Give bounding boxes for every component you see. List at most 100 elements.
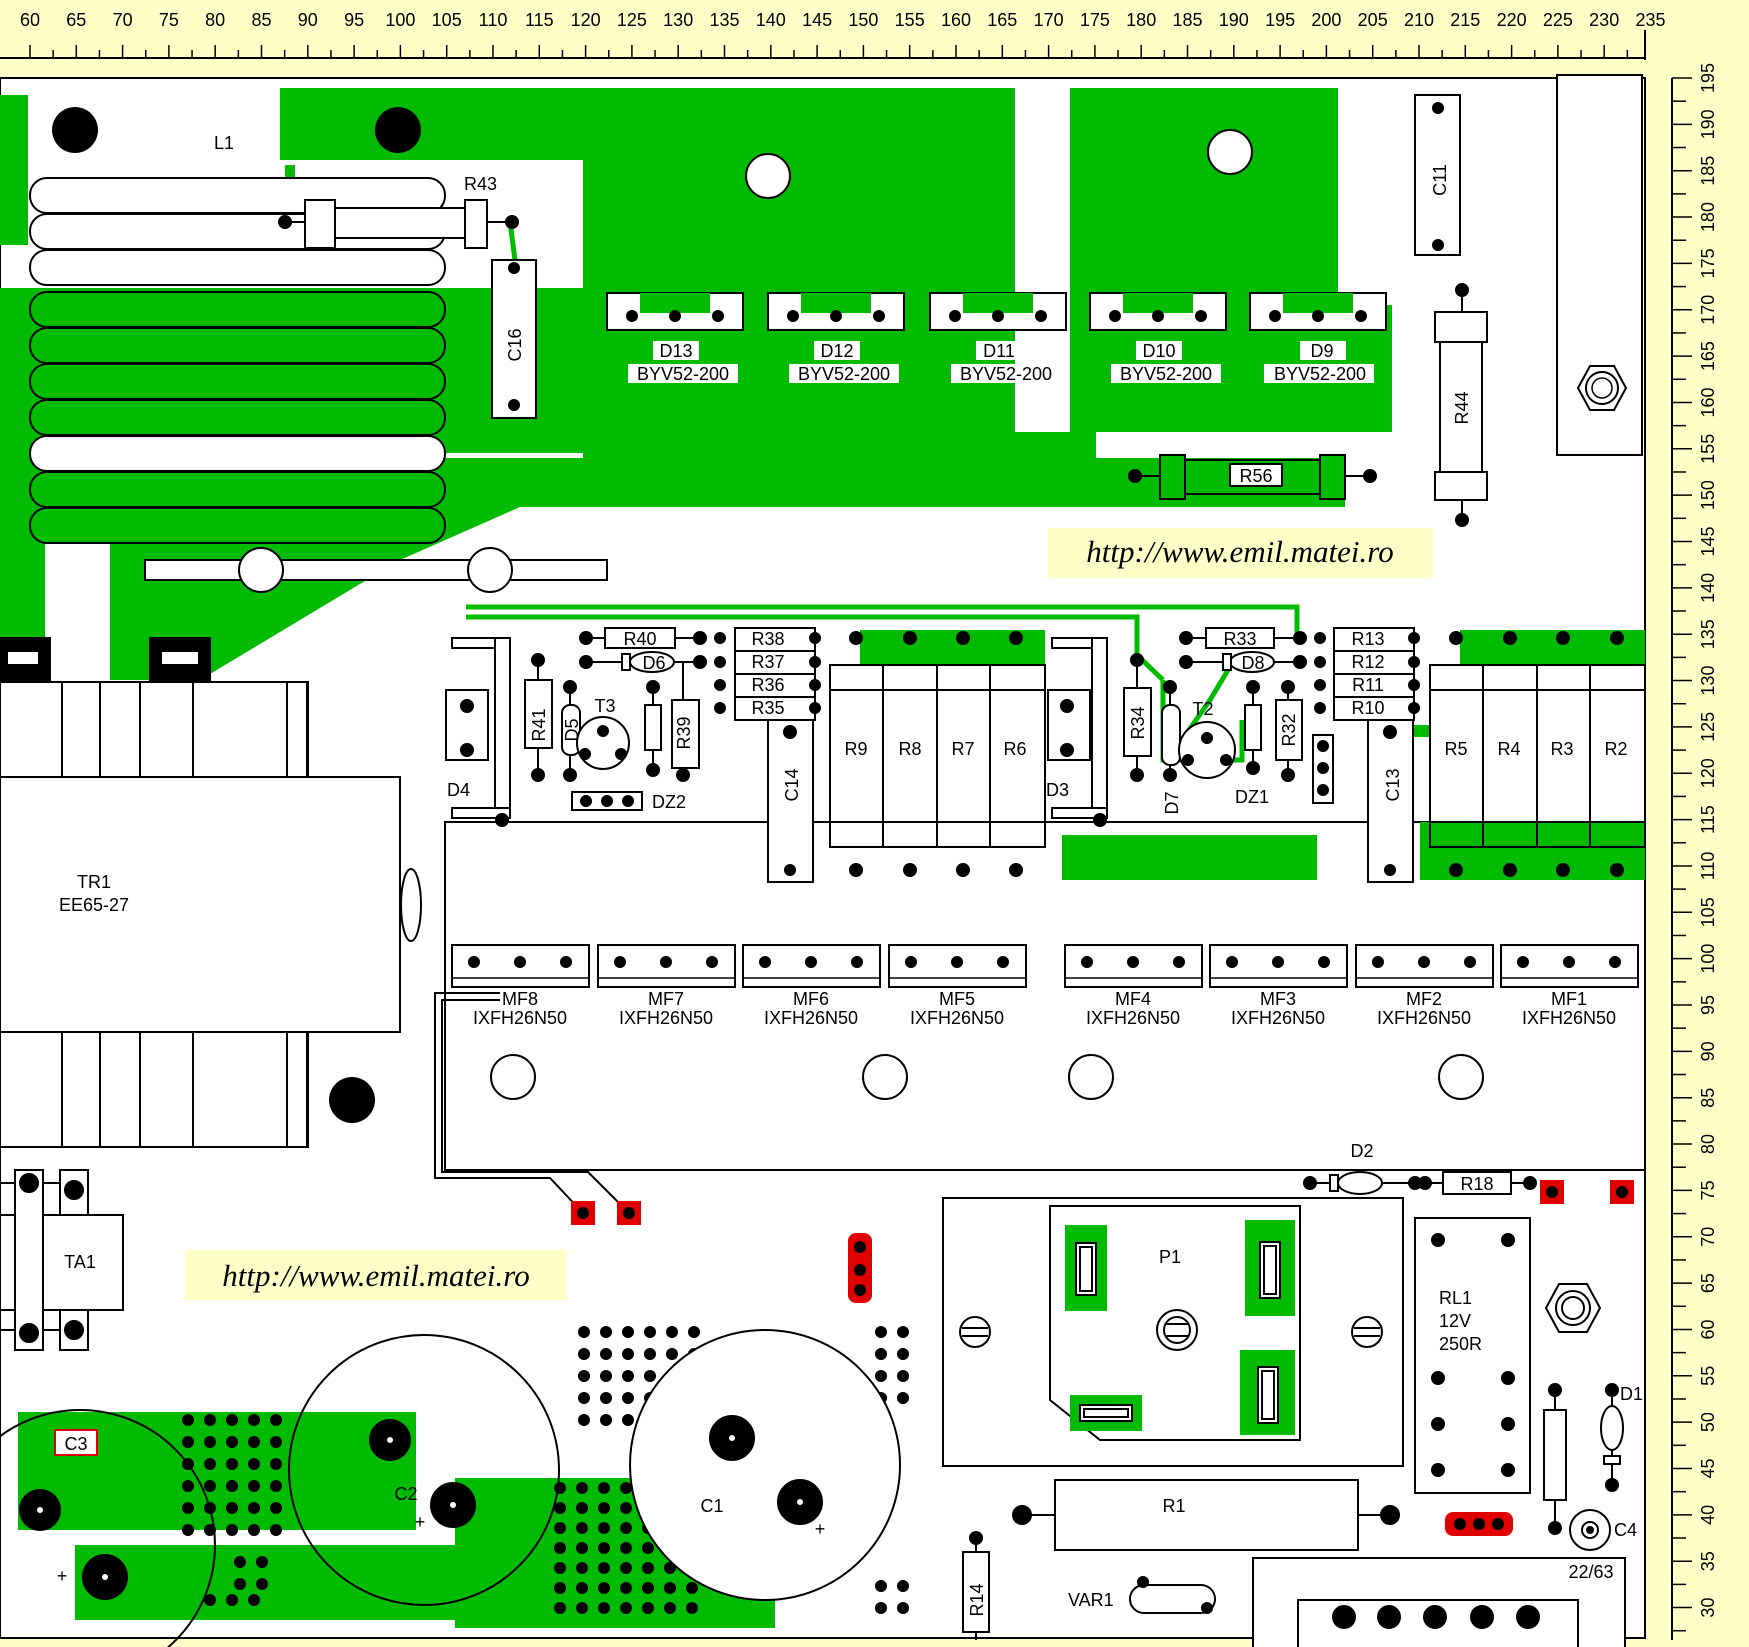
ruler-tick-label: 145	[1698, 526, 1718, 556]
mount-nut	[1544, 1283, 1602, 1333]
label-R36: R36	[751, 675, 784, 695]
ruler-tick-label: 155	[895, 10, 925, 30]
label-VAR1: VAR1	[1068, 1590, 1114, 1610]
label-R34: R34	[1128, 706, 1148, 739]
label-MF2-part: IXFH26N50	[1377, 1008, 1471, 1028]
label-R32: R32	[1279, 713, 1299, 746]
label-RL1-voltage: 12V	[1439, 1311, 1471, 1331]
ruler-tick-label: 180	[1698, 202, 1718, 232]
label-D7: D7	[1162, 791, 1182, 814]
resistor-R14	[962, 1531, 990, 1640]
label-R33: R33	[1223, 629, 1256, 649]
label-TR1: TR1	[77, 872, 111, 892]
label-R35: R35	[751, 698, 784, 718]
red-pads	[571, 1180, 1634, 1536]
capacitor-C2	[288, 1334, 560, 1606]
ruler-tick-label: 175	[1698, 248, 1718, 278]
ruler-tick-label: 215	[1450, 10, 1480, 30]
capacitor-C11	[1414, 94, 1461, 256]
label-R41: R41	[529, 708, 549, 741]
label-R5: R5	[1444, 739, 1467, 759]
label-D9-part: BYV52-200	[1274, 364, 1366, 384]
label-L1: L1	[214, 133, 234, 153]
ruler-tick-label: 205	[1358, 10, 1388, 30]
ruler-tick-label: 50	[1698, 1412, 1718, 1432]
capacitor-C5	[1252, 1557, 1626, 1647]
label-MF4-part: IXFH26N50	[1086, 1008, 1180, 1028]
resistor-array-R9-R6	[783, 631, 1046, 877]
ruler-tick-label: 190	[1698, 109, 1718, 139]
label-MF6: MF6	[793, 989, 829, 1009]
ruler-tick-label: 100	[1698, 944, 1718, 974]
ruler-tick-label: 235	[1635, 10, 1665, 30]
ruler-tick-label: 60	[1698, 1319, 1718, 1339]
ruler-tick-label: 130	[663, 10, 693, 30]
ruler-tick-label: 185	[1172, 10, 1202, 30]
gate-wire	[441, 999, 629, 1213]
label-R1: R1	[1162, 1496, 1185, 1516]
ruler-tick-label: 65	[66, 10, 86, 30]
ruler-tick-label: 165	[987, 10, 1017, 30]
ruler-tick-label: 120	[571, 10, 601, 30]
ruler-tick-label: 110	[479, 10, 508, 30]
driver-left	[524, 627, 707, 811]
mosfet-row: MF8IXFH26N50MF7IXFH26N50MF6IXFH26N50MF5I…	[451, 944, 1639, 1028]
label-R11: R11	[1352, 675, 1384, 695]
url-banner	[1048, 528, 1433, 578]
resistor-array-R38-R35	[714, 627, 821, 721]
ruler-tick-label: 95	[344, 10, 364, 30]
label-R43: R43	[464, 174, 497, 194]
label-MF7: MF7	[648, 989, 684, 1009]
label-RL1: RL1	[1439, 1288, 1472, 1308]
ruler-tick-label: 180	[1126, 10, 1156, 30]
capacitor-C1	[629, 1329, 901, 1601]
label-TR1-core: EE65-27	[59, 895, 129, 915]
label-R40: R40	[623, 629, 656, 649]
label-D11-part: BYV52-200	[960, 364, 1052, 384]
label-MF4: MF4	[1115, 989, 1151, 1009]
label-MF3-part: IXFH26N50	[1231, 1008, 1325, 1028]
resistor-R18	[1418, 1171, 1537, 1195]
ruler-tick-label: 85	[1698, 1088, 1718, 1108]
label-TA1: TA1	[64, 1252, 96, 1272]
ruler-tick-label: 75	[159, 10, 179, 30]
diode-D11	[929, 292, 1067, 383]
ruler-tick-label: 90	[1698, 1041, 1718, 1061]
capacitor-C16	[491, 259, 537, 419]
driver-right	[1123, 627, 1334, 804]
label-R39: R39	[674, 716, 694, 749]
ruler-tick-label: 95	[1698, 995, 1718, 1015]
label-R2: R2	[1604, 739, 1627, 759]
ruler-tick-label: 140	[1698, 573, 1718, 603]
label-RL1-resistance: 250R	[1439, 1334, 1482, 1354]
resistor-array-R5-R2	[1383, 631, 1646, 877]
label-MF5-part: IXFH26N50	[910, 1008, 1004, 1028]
ruler-tick-label: 105	[1698, 897, 1718, 927]
label-C5: 22/63	[1568, 1562, 1613, 1582]
diode-D3	[1047, 637, 1108, 827]
diode-D10	[1089, 292, 1227, 383]
polarity-plus-c1: +	[815, 1519, 826, 1539]
label-C14: C14	[782, 768, 802, 801]
ruler-tick-label: 55	[1698, 1366, 1718, 1386]
label-D5: D5	[562, 718, 582, 741]
label-MF1-part: IXFH26N50	[1522, 1008, 1616, 1028]
label-R3: R3	[1550, 739, 1573, 759]
ruler-tick-label: 135	[1698, 619, 1718, 649]
ruler-tick-label: 160	[1698, 387, 1718, 417]
label-MF2: MF2	[1406, 989, 1442, 1009]
ruler-tick-label: 165	[1698, 341, 1718, 371]
capacitor-C13	[1367, 719, 1414, 883]
capacitor-C4	[1569, 1509, 1611, 1551]
label-T3: T3	[594, 696, 615, 716]
label-D1: D1	[1620, 1384, 1643, 1404]
label-C11: C11	[1430, 164, 1450, 196]
label-MF8: MF8	[502, 989, 538, 1009]
label-DZ2: DZ2	[652, 792, 686, 812]
